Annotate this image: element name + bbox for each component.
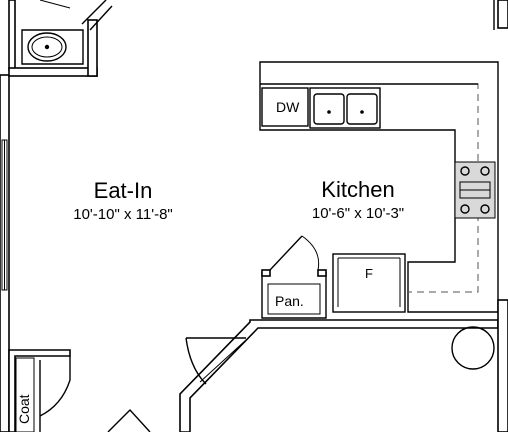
fridge-label: F [365,266,373,281]
dishwasher-label: DW [276,99,300,115]
pantry-label: Pan. [275,293,304,309]
interior-walls [179,299,508,432]
bath-fixture [21,0,113,65]
eat-in-room-name: Eat-In [94,178,153,203]
range-cooktop [454,161,496,219]
pantry [261,235,327,319]
kitchen-room-name: Kitchen [321,177,394,202]
coat-label: Coat [16,394,32,424]
kitchen-sink [309,87,381,129]
kitchen-counter [259,61,499,313]
dishwasher [261,87,309,127]
kitchen-room-dimensions: 10'-6" x 10'-3" [312,205,404,222]
coat-closet [8,349,151,432]
refrigerator [332,253,406,313]
eat-in-room-dimensions: 10'-10" x 11'-8" [73,206,173,223]
